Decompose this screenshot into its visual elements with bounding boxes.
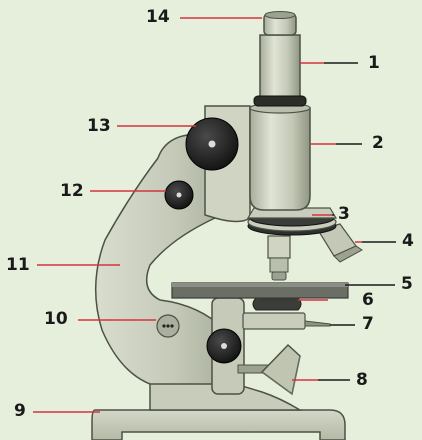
- label-14: 14: [146, 9, 170, 26]
- revolving-nosepiece: [248, 208, 336, 235]
- label-10: 10: [44, 311, 68, 328]
- label-11: 11: [6, 257, 30, 274]
- body-tube: [250, 108, 310, 210]
- label-8: 8: [356, 372, 368, 389]
- mirror: [238, 345, 300, 394]
- label-5: 5: [401, 276, 413, 293]
- label-12: 12: [60, 183, 84, 200]
- diaphragm-holder: [243, 313, 305, 329]
- label-2: 2: [372, 135, 384, 152]
- condenser: [253, 298, 301, 310]
- label-13: 13: [87, 118, 111, 135]
- label-4: 4: [402, 233, 414, 250]
- label-3: 3: [338, 206, 350, 223]
- diaphragm-lever: [305, 321, 330, 326]
- label-9: 9: [14, 403, 26, 420]
- label-1: 1: [368, 55, 380, 72]
- label-7: 7: [362, 316, 374, 333]
- label-6: 6: [362, 292, 374, 309]
- microscope-base: [92, 410, 345, 440]
- eyepiece: [254, 12, 306, 107]
